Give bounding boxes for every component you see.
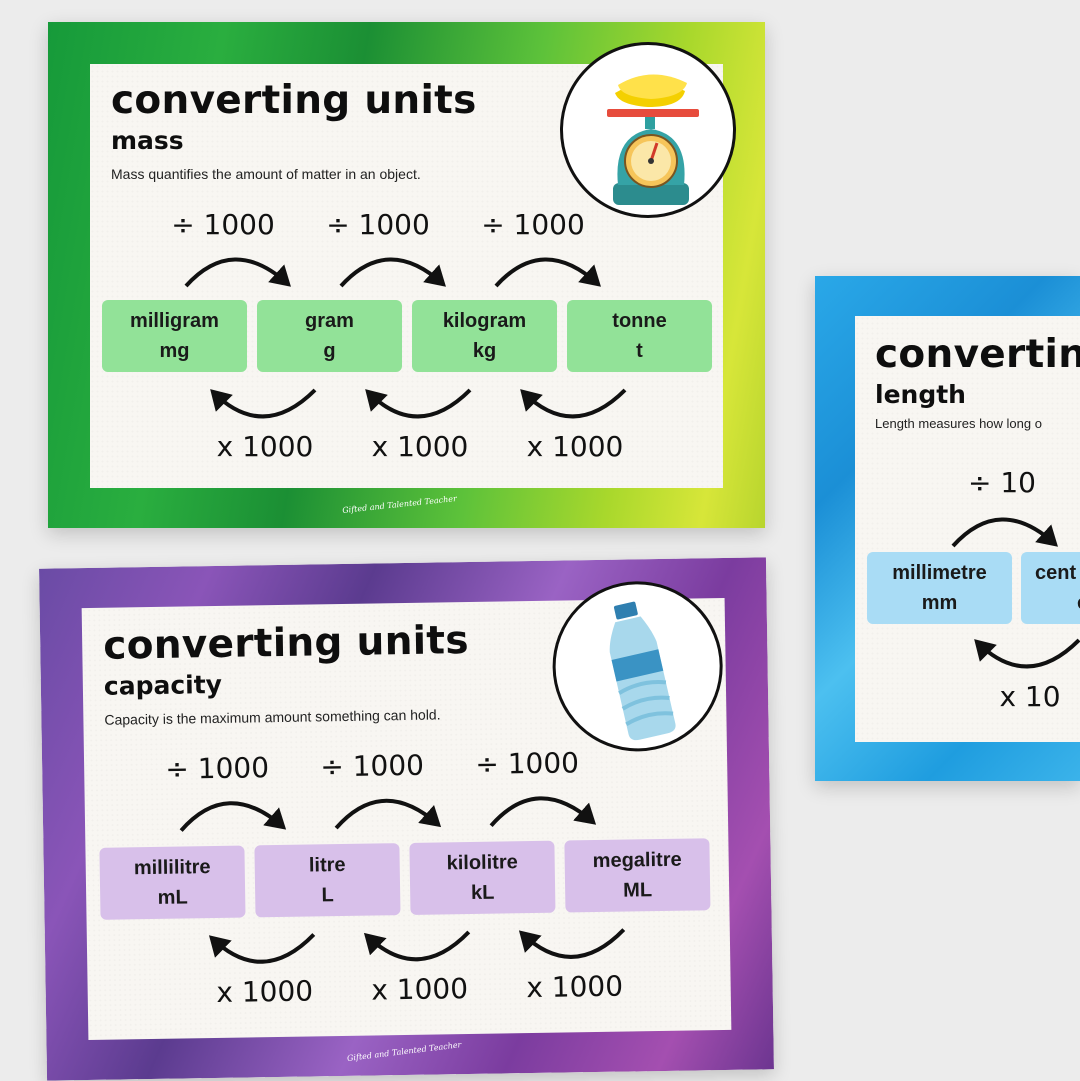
length-unit-centimetre: cent c <box>1021 552 1080 624</box>
capacity-multiply-op-2: x 1000 <box>371 972 469 1007</box>
capacity-unit-litre: litre L <box>254 843 401 918</box>
mass-subtitle: mass <box>111 126 184 155</box>
mass-multiply-op-2: x 1000 <box>371 430 469 463</box>
length-multiply-op-1: x 10 <box>999 680 1061 713</box>
capacity-divide-op-2: ÷ 1000 <box>320 748 425 784</box>
mass-description: Mass quantifies the amount of matter in … <box>111 166 421 182</box>
unit-name: megalitre <box>592 848 682 873</box>
capacity-left-arrow-1 <box>208 933 316 964</box>
unit-symbol: g <box>323 340 336 362</box>
unit-name: litre <box>308 853 346 877</box>
unit-symbol: kL <box>470 881 495 904</box>
capacity-unit-megalitre: megalitre ML <box>564 838 711 913</box>
length-divide-op-1: ÷ 10 <box>968 466 1036 499</box>
mass-right-arrow-3 <box>494 257 601 288</box>
unit-name: kilogram <box>442 310 527 332</box>
unit-symbol: mL <box>157 886 188 909</box>
mass-divide-op-2: ÷ 1000 <box>326 208 430 241</box>
mass-title: converting units <box>111 78 477 123</box>
capacity-title: converting units <box>102 618 470 669</box>
mass-divide-op-3: ÷ 1000 <box>481 208 585 241</box>
length-subtitle: length <box>875 380 966 409</box>
mass-unit-kilogram: kilogram kg <box>412 300 557 372</box>
mass-right-arrow-1 <box>184 257 291 288</box>
capacity-right-arrow-2 <box>334 798 442 830</box>
unit-name: gram <box>305 310 354 332</box>
scale-icon <box>560 42 736 218</box>
unit-symbol: mm <box>921 592 958 614</box>
capacity-unit-millilitre: millilitre mL <box>99 845 246 920</box>
capacity-divide-op-3: ÷ 1000 <box>475 746 580 781</box>
mass-unit-milligram: milligram mg <box>102 300 247 372</box>
capacity-multiply-op-3: x 1000 <box>526 969 624 1005</box>
capacity-multiply-op-1: x 1000 <box>216 974 314 1010</box>
unit-symbol: L <box>321 884 334 907</box>
length-description: Length measures how long o <box>875 416 1042 431</box>
unit-symbol: t <box>636 340 643 362</box>
unit-symbol: c <box>1035 588 1080 618</box>
length-poster: convertin length Length measures how lon… <box>815 276 1080 781</box>
length-title: convertin <box>875 332 1080 377</box>
length-right-arrow-1 <box>951 517 1058 548</box>
mass-unit-gram: gram g <box>257 300 402 372</box>
capacity-poster: converting units capacity Capacity is th… <box>39 557 774 1081</box>
mass-left-arrow-1 <box>210 388 317 419</box>
capacity-left-arrow-2 <box>363 930 471 962</box>
length-unit-millimetre: millimetre mm <box>867 552 1012 624</box>
mass-left-arrow-3 <box>520 388 627 419</box>
unit-name: millilitre <box>133 856 211 880</box>
mass-multiply-op-3: x 1000 <box>526 430 624 463</box>
capacity-unit-kilolitre: kilolitre kL <box>409 840 556 915</box>
capacity-left-arrow-3 <box>518 928 626 959</box>
mass-divide-op-1: ÷ 1000 <box>171 208 275 241</box>
mass-poster: converting units mass Mass quantifies th… <box>48 22 765 528</box>
capacity-right-arrow-3 <box>489 796 597 827</box>
unit-name: tonne <box>612 310 667 332</box>
water-bottle-icon <box>551 580 724 753</box>
unit-symbol: mg <box>159 340 190 362</box>
unit-name: milligram <box>130 310 219 332</box>
mass-left-arrow-2 <box>365 388 472 419</box>
unit-symbol: kg <box>472 340 497 362</box>
unit-symbol: ML <box>623 879 653 902</box>
length-left-arrow-1 <box>974 638 1080 669</box>
capacity-divide-op-1: ÷ 1000 <box>165 751 270 786</box>
mass-unit-tonne: tonne t <box>567 300 712 372</box>
unit-name: millimetre <box>892 562 987 584</box>
capacity-subtitle: capacity <box>103 669 223 701</box>
unit-name: kilolitre <box>446 851 518 875</box>
mass-multiply-op-1: x 1000 <box>216 430 314 463</box>
capacity-right-arrow-1 <box>179 801 287 832</box>
unit-name: cent <box>1035 562 1077 584</box>
mass-right-arrow-2 <box>339 257 446 288</box>
